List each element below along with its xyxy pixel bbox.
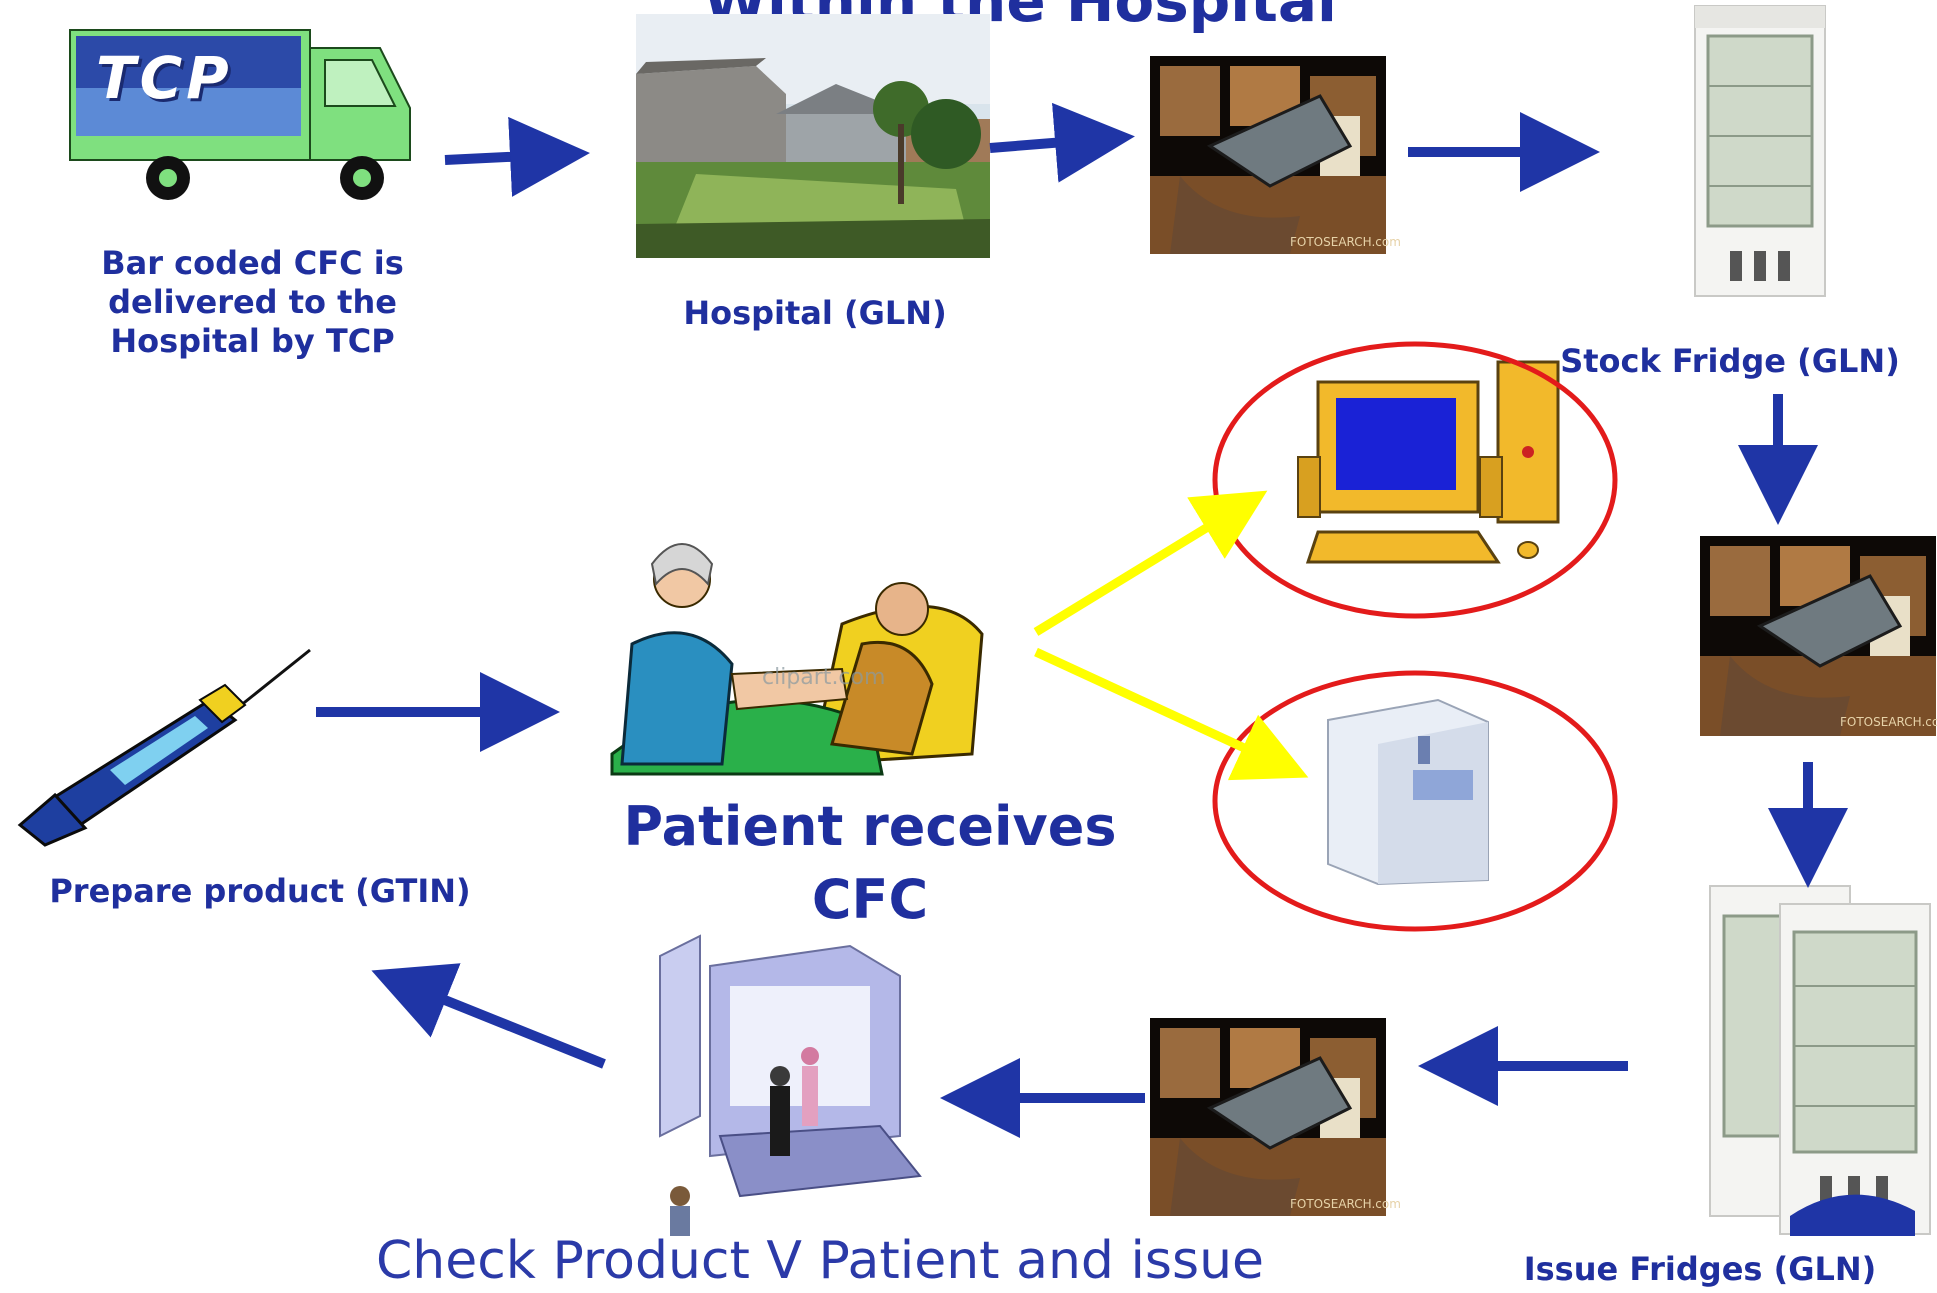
stock-fridge-label: Stock Fridge (GLN): [1560, 342, 1900, 380]
truck-logo: TCP: [96, 44, 233, 112]
server-tower-icon: [1327, 698, 1489, 886]
delivery-truck-icon: [69, 29, 411, 200]
scanner-watermark: FOTOSEARCH.com: [1840, 715, 1937, 729]
flow-arrow: [444, 116, 590, 197]
check-station-icon: [659, 934, 922, 1236]
highlight-ring: [1212, 341, 1618, 619]
barcode-scanner-photo: FOTOSEARCH.com: [1700, 536, 1937, 736]
scanner-watermark: FOTOSEARCH.com: [1290, 235, 1401, 249]
delivery-label: Bar coded CFC is delivered to the Hospit…: [101, 244, 404, 361]
issue-fridges-photo: [1709, 885, 1931, 1236]
desktop-computer-icon: [1297, 360, 1560, 564]
highlight-ring: [1212, 670, 1618, 932]
syringe-icon: [17, 648, 311, 847]
flow-arrow: [371, 963, 606, 1069]
scanner-watermark: FOTOSEARCH.com: [1290, 1197, 1401, 1211]
prepare-label: Prepare product (GTIN): [49, 872, 471, 910]
patient-label: Patient receives CFC: [623, 795, 1117, 932]
hospital-photo: [636, 14, 990, 258]
stock-fridge-photo: [1694, 5, 1826, 297]
data-arrow: [1033, 490, 1268, 636]
barcode-scanner-photo: FOTOSEARCH.com: [1150, 1018, 1401, 1216]
patient-watermark: clipart.com: [762, 665, 885, 690]
hospital-label: Hospital (GLN): [683, 294, 947, 332]
flow-arrow: [989, 102, 1135, 183]
data-arrow: [1034, 647, 1309, 781]
patient-illustration: clipart.com: [610, 543, 984, 776]
issue-fridges-label: Issue Fridges (GLN): [1523, 1250, 1877, 1288]
barcode-scanner-photo: FOTOSEARCH.com: [1150, 56, 1401, 254]
check-label: Check Product V Patient and issue: [375, 1231, 1265, 1291]
